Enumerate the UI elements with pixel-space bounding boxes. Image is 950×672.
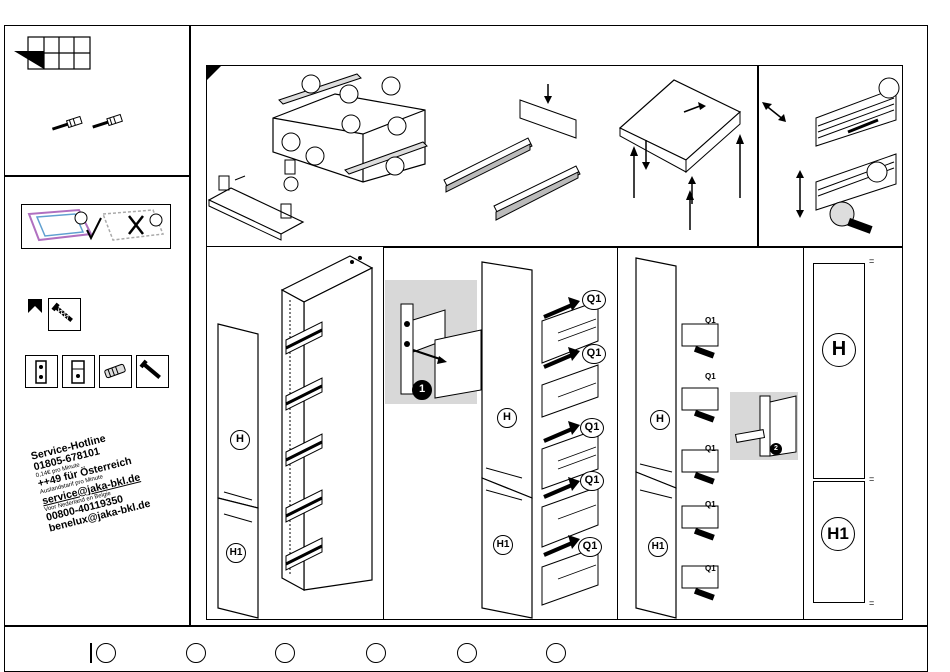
clip-icon — [62, 355, 95, 388]
adjust-q1-5: Q1 — [705, 564, 716, 573]
adjust-q1-2: Q1 — [705, 372, 716, 381]
footer-marker — [90, 643, 92, 663]
footer-slot-4 — [366, 643, 386, 663]
corner-marker-icon — [28, 299, 42, 313]
adjust-label-h: H — [650, 410, 670, 430]
footer-slot-5 — [457, 643, 477, 663]
adjust-label-h1: H1 — [648, 537, 668, 557]
drawer-rails-illustration — [440, 80, 590, 240]
bracket-icon — [25, 355, 58, 388]
step-1-badge: 1 — [412, 380, 432, 400]
step-2-badge: 2 — [770, 443, 782, 455]
footer-divider — [4, 625, 928, 627]
footer-slot-6 — [546, 643, 566, 663]
hinge-label-h1: H1 — [493, 535, 513, 555]
adjust-q1-1: Q1 — [705, 316, 716, 325]
eq-mark-2: = — [869, 474, 874, 484]
hinge-label-h: H — [497, 408, 517, 428]
screwdriver-icon — [50, 110, 140, 140]
screw-icon — [48, 298, 81, 331]
open-cabinet-illustration — [276, 250, 386, 600]
q1-badge-5: Q1 — [578, 537, 602, 557]
left-column-divider — [189, 25, 191, 625]
dimension-box-h — [813, 263, 865, 479]
adjust-detail-illustration — [730, 392, 800, 462]
hinge-doors-illustration — [478, 258, 538, 618]
adjust-q1-3: Q1 — [705, 444, 716, 453]
base-plate-illustration — [205, 160, 315, 240]
adjust-q1-4: Q1 — [705, 500, 716, 509]
eq-mark-3: = — [869, 598, 874, 608]
panel-grid-icon — [12, 35, 92, 75]
hinge-detail-illustration — [385, 280, 485, 410]
cabinet-label-h: H — [230, 430, 250, 450]
footer-slot-3 — [275, 643, 295, 663]
q1-badge-1: Q1 — [582, 290, 606, 310]
q1-drawers-illustration — [538, 285, 618, 625]
surface-care-icon — [21, 204, 171, 249]
drawer-frame-illustration — [614, 72, 754, 222]
adjust-drawers-illustration — [678, 300, 728, 620]
adjustment-detail-illustration — [758, 68, 903, 243]
dimension-label-h1: H1 — [821, 517, 855, 551]
cabinet-doors-illustration — [214, 318, 274, 618]
tools-divider — [4, 175, 190, 177]
wood-screw-icon — [136, 355, 169, 388]
dimension-label-h: H — [822, 333, 856, 367]
footer-slot-1 — [96, 643, 116, 663]
q1-badge-2: Q1 — [582, 344, 606, 364]
q1-badge-4: Q1 — [580, 471, 604, 491]
cabinet-label-h1: H1 — [226, 543, 246, 563]
footer-slot-2 — [186, 643, 206, 663]
corner-marker-icon — [207, 66, 221, 80]
eq-mark-1: = — [869, 256, 874, 266]
dowel-icon — [99, 355, 132, 388]
q1-badge-3: Q1 — [580, 418, 604, 438]
